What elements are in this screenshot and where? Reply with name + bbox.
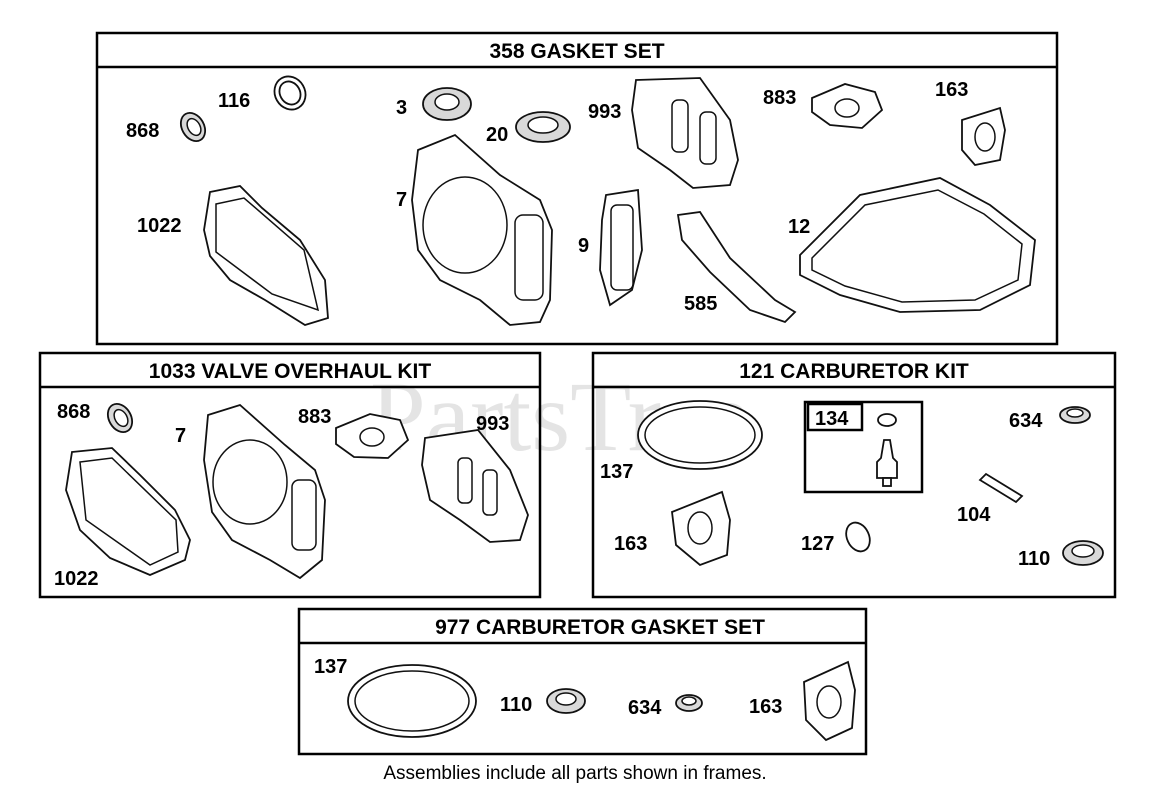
washer-634-center — [1066, 408, 1084, 418]
frame-border — [591, 351, 1117, 599]
part-number: 110 — [500, 694, 532, 716]
rocker-gasket-993 — [421, 429, 529, 543]
frame-border — [297, 607, 868, 756]
part-number: 7 — [175, 425, 186, 447]
frame-carburetor-gasket-set: 977 CARBURETOR GASKET SET 137 110 634 16… — [297, 607, 868, 756]
carb-gasket-163-port — [816, 685, 842, 719]
part-number: 634 — [628, 697, 662, 719]
part-number: 868 — [57, 401, 90, 423]
part-number: 9 — [578, 235, 589, 257]
o-ring-137-inner — [354, 670, 470, 732]
frame-border — [38, 351, 542, 599]
intake-gasket-883-port — [359, 427, 385, 447]
cover-gasket-1022 — [203, 185, 329, 326]
breather-gasket-9-window — [610, 204, 634, 291]
gasket-585 — [676, 211, 797, 324]
kit-title: 358 GASKET SET — [489, 40, 664, 63]
part-number: 20 — [486, 124, 508, 146]
rocker-gasket-993-slot2 — [699, 111, 717, 165]
part-number: 127 — [801, 533, 834, 555]
o-ring-137-inner — [644, 406, 756, 464]
part-number: 993 — [588, 101, 621, 123]
rocker-gasket-993-slot — [671, 99, 689, 153]
head-gasket-7-bore — [422, 176, 508, 274]
cover-gasket-1022-inner — [79, 457, 179, 566]
part-number: 137 — [600, 461, 633, 483]
head-gasket-7-pushrod — [291, 479, 317, 551]
part-number: 104 — [957, 504, 991, 526]
cover-gasket-1022 — [65, 447, 191, 576]
intake-gasket-883-port — [834, 98, 860, 118]
oil-seal-868-center — [113, 408, 129, 428]
part-number: 585 — [684, 293, 717, 315]
sump-gasket-12 — [799, 177, 1036, 313]
inner-label-box-134 — [806, 402, 864, 432]
sump-gasket-12-inner — [811, 189, 1023, 303]
part-number: 883 — [298, 406, 331, 428]
oil-seal-3-center — [434, 93, 460, 111]
part-number: 993 — [476, 413, 509, 435]
part-number: 110 — [1018, 548, 1050, 570]
needle-valve-134-tip — [882, 477, 892, 487]
part-number: 116 — [218, 90, 250, 112]
oil-seal-868-center — [186, 117, 202, 137]
inner-frame-134 — [803, 400, 924, 494]
kit-title: 121 CARBURETOR KIT — [739, 360, 969, 383]
seal-ring-116-inner — [278, 80, 302, 106]
carb-gasket-163-port — [687, 511, 713, 545]
kit-title: 1033 VALVE OVERHAUL KIT — [149, 360, 432, 383]
carb-gasket-163-port — [974, 122, 996, 152]
oil-seal-20-center — [527, 116, 559, 134]
kit-title: 977 CARBURETOR GASKET SET — [435, 616, 765, 639]
part-number: 163 — [935, 79, 968, 101]
washer-634-center — [681, 696, 697, 706]
head-gasket-7-bore — [212, 439, 288, 525]
head-gasket-7-pushrod — [514, 214, 544, 301]
part-number: 868 — [126, 120, 159, 142]
part-number: 1022 — [137, 215, 182, 237]
part-number: 137 — [314, 656, 347, 678]
part-number: 12 — [788, 216, 810, 238]
rocker-gasket-993-slot — [457, 457, 473, 504]
part-number: 163 — [749, 696, 782, 718]
part-number: 1022 — [54, 568, 99, 590]
needle-valve-134-seat — [877, 413, 897, 427]
o-ring-137 — [347, 664, 477, 738]
frame-border — [95, 31, 1059, 346]
washer-110-center — [555, 692, 577, 706]
plug-127 — [845, 521, 871, 553]
washer-110-center — [1071, 544, 1095, 558]
caption: Assemblies include all parts shown in fr… — [383, 763, 766, 784]
part-number: 883 — [763, 87, 796, 109]
needle-valve-134 — [876, 439, 898, 479]
frame-carburetor-kit: 121 CARBURETOR KIT 134 634 137 104 163 1… — [591, 351, 1117, 599]
frame-gasket-set: 358 GASKET SET 116 868 3 20 993 — [95, 31, 1059, 346]
o-ring-137 — [637, 400, 763, 470]
part-number: 634 — [1009, 410, 1043, 432]
part-number: 3 — [396, 97, 407, 119]
part-number: 134 — [815, 408, 849, 430]
frame-valve-overhaul-kit: 1033 VALVE OVERHAUL KIT 868 7 883 993 10… — [38, 351, 542, 599]
pin-104 — [978, 472, 1024, 504]
part-number: 163 — [614, 533, 647, 555]
part-number: 7 — [396, 189, 407, 211]
cover-gasket-1022-inner — [215, 197, 320, 312]
rocker-gasket-993-slot2 — [482, 469, 498, 516]
